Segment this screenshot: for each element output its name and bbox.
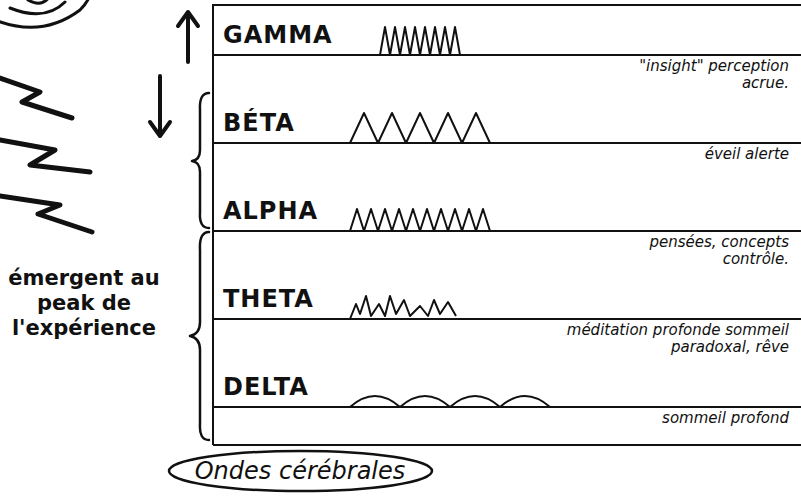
lightning-stroke	[0, 78, 72, 118]
table-frame	[213, 5, 801, 445]
title-text: Ondes cérébrales	[195, 457, 406, 485]
wave-name: THETA	[223, 285, 314, 313]
title-bubble: Ondes cérébrales	[167, 449, 434, 493]
row-line	[213, 230, 801, 232]
lightning-stroke	[0, 196, 92, 232]
wave-band: GAMMA "insight" perception acrue.	[213, 5, 801, 93]
brace	[190, 232, 209, 440]
group-note: émergent au peak de l'expérience	[4, 266, 164, 341]
spiral-stroke	[28, 0, 50, 3]
spiral-stroke	[0, 0, 91, 27]
lightning-stroke	[0, 140, 90, 172]
up-arrow	[178, 12, 198, 62]
beta-wave	[350, 113, 490, 143]
row-line	[213, 142, 801, 144]
wave-description: méditation profonde sommeil paradoxal, r…	[559, 322, 789, 356]
theta-wave	[350, 296, 456, 319]
wave-band: ALPHA pensées, concepts contrôle.	[213, 181, 801, 269]
table-frame	[213, 444, 801, 446]
wave-description: éveil alerte	[589, 146, 789, 163]
down-arrow	[150, 76, 170, 136]
wave-description: sommeil profond	[589, 410, 789, 427]
brace	[192, 93, 209, 228]
row-line	[213, 318, 801, 320]
wave-name: BÉTA	[223, 109, 295, 137]
delta-wave	[350, 396, 550, 407]
wave-band: DELTA sommeil profond	[213, 357, 801, 445]
wave-description: "insight" perception acrue.	[614, 58, 789, 92]
gamma-wave	[380, 27, 460, 55]
row-line	[213, 54, 801, 56]
wave-name: GAMMA	[223, 21, 333, 49]
row-line	[213, 406, 801, 408]
wave-band: THETA méditation profonde sommeil paradox…	[213, 269, 801, 357]
wave-name: ALPHA	[223, 197, 318, 225]
wave-band: BÉTA éveil alerte	[213, 93, 801, 181]
alpha-wave	[350, 209, 490, 231]
wave-name: DELTA	[223, 373, 309, 401]
bubble-ellipse	[169, 451, 432, 491]
wave-description: pensées, concepts contrôle.	[614, 234, 789, 268]
